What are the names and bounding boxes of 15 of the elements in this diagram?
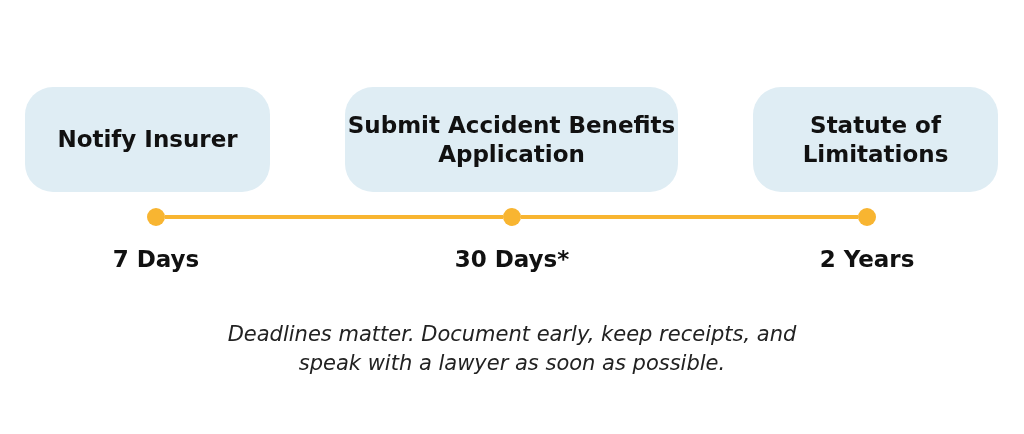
step-card	[345, 87, 678, 192]
timeline-line	[521, 215, 858, 219]
duration-label: 30 Days*	[454, 246, 570, 272]
step-card	[753, 87, 998, 192]
duration-label: 2 Years	[819, 246, 915, 272]
timeline-dot	[858, 208, 876, 226]
duration-label: 7 Days	[112, 246, 200, 272]
step-title: Notify Insurer	[57, 125, 238, 154]
caption: Deadlines matter. Document early, keep receipts, and speak with a lawyer as soon as possible.	[226, 321, 798, 377]
step-title: Submit Accident Benefits Application	[346, 110, 677, 169]
timeline-line	[165, 215, 503, 219]
timeline-dot	[503, 208, 521, 226]
step-title: Statute of Limitations	[801, 110, 950, 169]
timeline-dot	[147, 208, 165, 226]
step-card	[25, 87, 270, 192]
